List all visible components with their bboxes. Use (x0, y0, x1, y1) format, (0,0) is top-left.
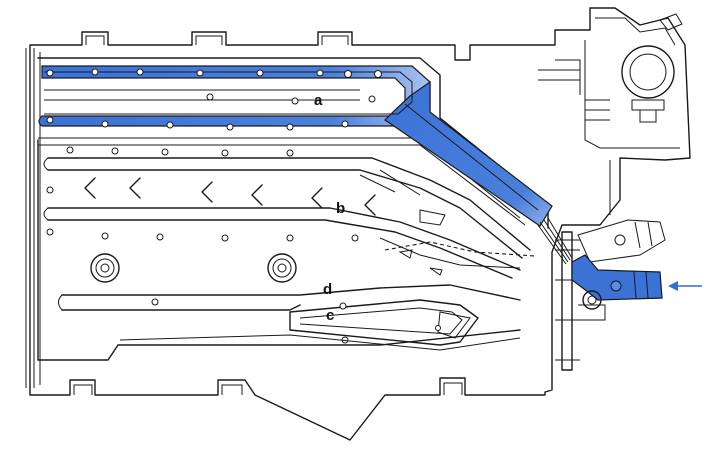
label-c: c (326, 307, 334, 324)
channel-b-holes (46, 146, 359, 242)
channel-b (43, 146, 531, 279)
housing-outline (25, 7, 691, 441)
baffle-chevrons (84, 177, 376, 216)
label-a: a (314, 92, 323, 109)
label-d: d (323, 281, 332, 298)
channel-c (119, 299, 521, 351)
channel-d (58, 237, 536, 311)
inlet-connector (555, 219, 666, 371)
channel-a-highlighted (38, 65, 573, 265)
label-b: b (336, 200, 345, 217)
connector-pipe-icon (571, 254, 663, 301)
channel-a-holes (46, 68, 382, 131)
mounting-boss (621, 13, 683, 123)
inlet-arrow-icon (668, 281, 702, 291)
round-bosses (90, 253, 297, 283)
